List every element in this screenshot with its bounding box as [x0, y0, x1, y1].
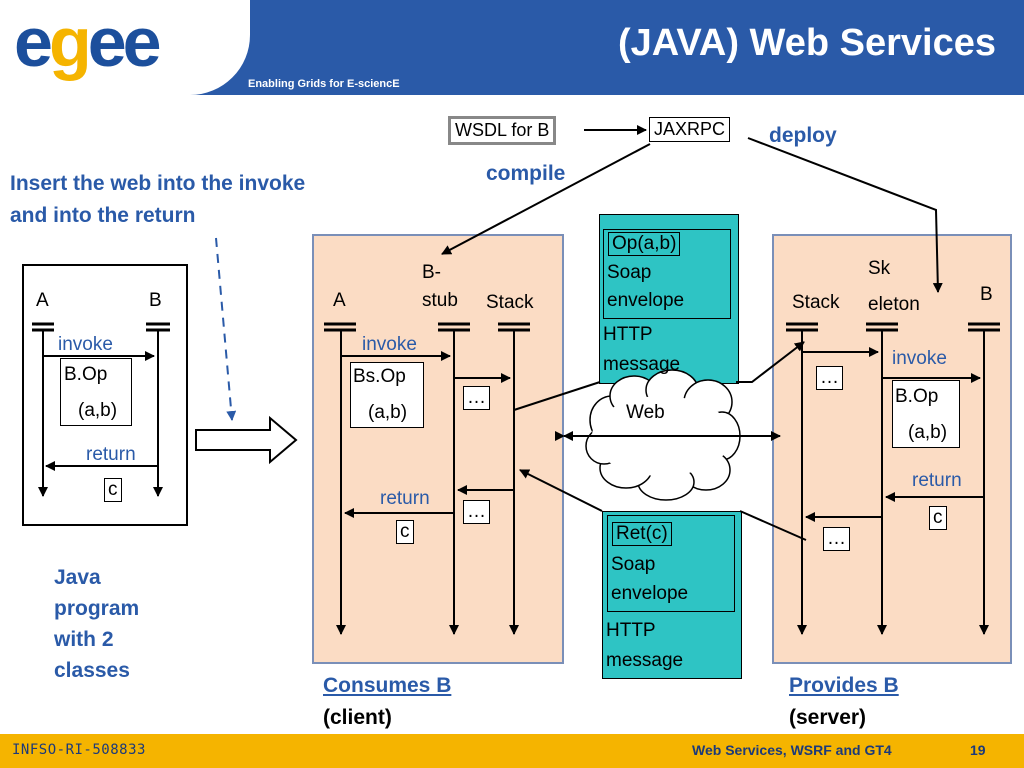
server-op-label: B.Op	[895, 386, 939, 407]
server-args-label: (a,b)	[908, 422, 948, 443]
client-op-box	[350, 362, 424, 428]
request-message-label: message	[603, 354, 681, 375]
client-dots-top: …	[463, 386, 490, 410]
java-caption: Java program with 2 classes	[54, 562, 139, 686]
footer-project-id: INFSO-RI-508833	[12, 742, 146, 758]
java-caption-line-2: program	[54, 597, 140, 620]
request-soap-envelope	[603, 229, 731, 319]
compile-label: compile	[486, 162, 566, 185]
request-envelope-label: envelope	[607, 290, 685, 311]
server-op-box	[892, 380, 960, 448]
java-class-b-label: B	[149, 290, 162, 311]
wsdl-box: WSDL for B	[448, 116, 557, 145]
response-message-label: message	[606, 650, 684, 671]
logo-area	[0, 0, 250, 95]
server-b-label: B	[980, 284, 993, 305]
server-skeleton-label-1: Sk	[868, 258, 891, 279]
response-soap-label: Soap	[611, 554, 656, 575]
server-dots-top: …	[816, 366, 843, 390]
footer-bar	[0, 734, 1024, 768]
request-http-label: HTTP	[603, 324, 653, 345]
server-c-value: c	[929, 506, 947, 530]
jaxrpc-box: JAXRPC	[649, 117, 731, 142]
response-soap-envelope	[607, 515, 735, 612]
request-soap-label: Soap	[607, 262, 652, 283]
tagline: Enabling Grids for E-sciencE	[248, 78, 400, 90]
client-args-label: (a,b)	[368, 402, 408, 423]
server-panel	[772, 234, 1012, 664]
response-envelope-label: envelope	[611, 583, 689, 604]
client-panel	[312, 234, 564, 664]
java-invoke-label: invoke	[58, 334, 113, 355]
server-dots-bottom: …	[823, 527, 850, 551]
response-message-box	[602, 511, 742, 679]
client-c-value: c	[396, 520, 414, 544]
server-stack-label: Stack	[792, 292, 840, 313]
note-line-1: Insert the web into the invoke	[10, 172, 306, 195]
web-label: Web	[626, 402, 665, 423]
client-a-label: A	[333, 290, 346, 311]
java-args-label: (a,b)	[78, 400, 118, 421]
egee-logo: egee	[14, 3, 162, 81]
client-invoke-label: invoke	[362, 334, 417, 355]
server-caption: Provides B	[789, 674, 899, 697]
client-caption-sub: (client)	[323, 706, 392, 729]
server-return-label: return	[912, 470, 962, 491]
request-op-label: Op(a,b)	[608, 232, 681, 256]
java-caption-line-3: with 2	[54, 628, 114, 651]
client-stack-label: Stack	[486, 292, 534, 313]
response-ret-label: Ret(c)	[612, 522, 672, 546]
java-return-label: return	[86, 444, 136, 465]
java-op-box	[60, 358, 132, 426]
deploy-label: deploy	[769, 124, 837, 147]
client-caption: Consumes B	[323, 674, 452, 697]
client-op-label: Bs.Op	[353, 366, 406, 387]
page-number: 19	[970, 742, 986, 758]
client-return-label: return	[380, 488, 430, 509]
java-op-label: B.Op	[64, 364, 108, 385]
java-class-a-label: A	[36, 290, 49, 311]
java-caption-line-4: classes	[54, 659, 130, 682]
response-http-label: HTTP	[606, 620, 656, 641]
slide-title: (JAVA) Web Services	[617, 22, 996, 64]
java-c-value: c	[104, 478, 122, 502]
server-caption-sub: (server)	[789, 706, 867, 729]
server-skeleton-label-2: eleton	[868, 294, 920, 315]
server-invoke-label: invoke	[892, 348, 947, 369]
note-line-2: and into the return	[10, 204, 196, 227]
client-dots-bottom: …	[463, 500, 490, 524]
footer-title: Web Services, WSRF and GT4	[692, 742, 892, 758]
client-stub-label-1: B-	[422, 262, 441, 283]
java-caption-line-1: Java	[54, 566, 101, 589]
client-stub-label-2: stub	[422, 290, 458, 311]
